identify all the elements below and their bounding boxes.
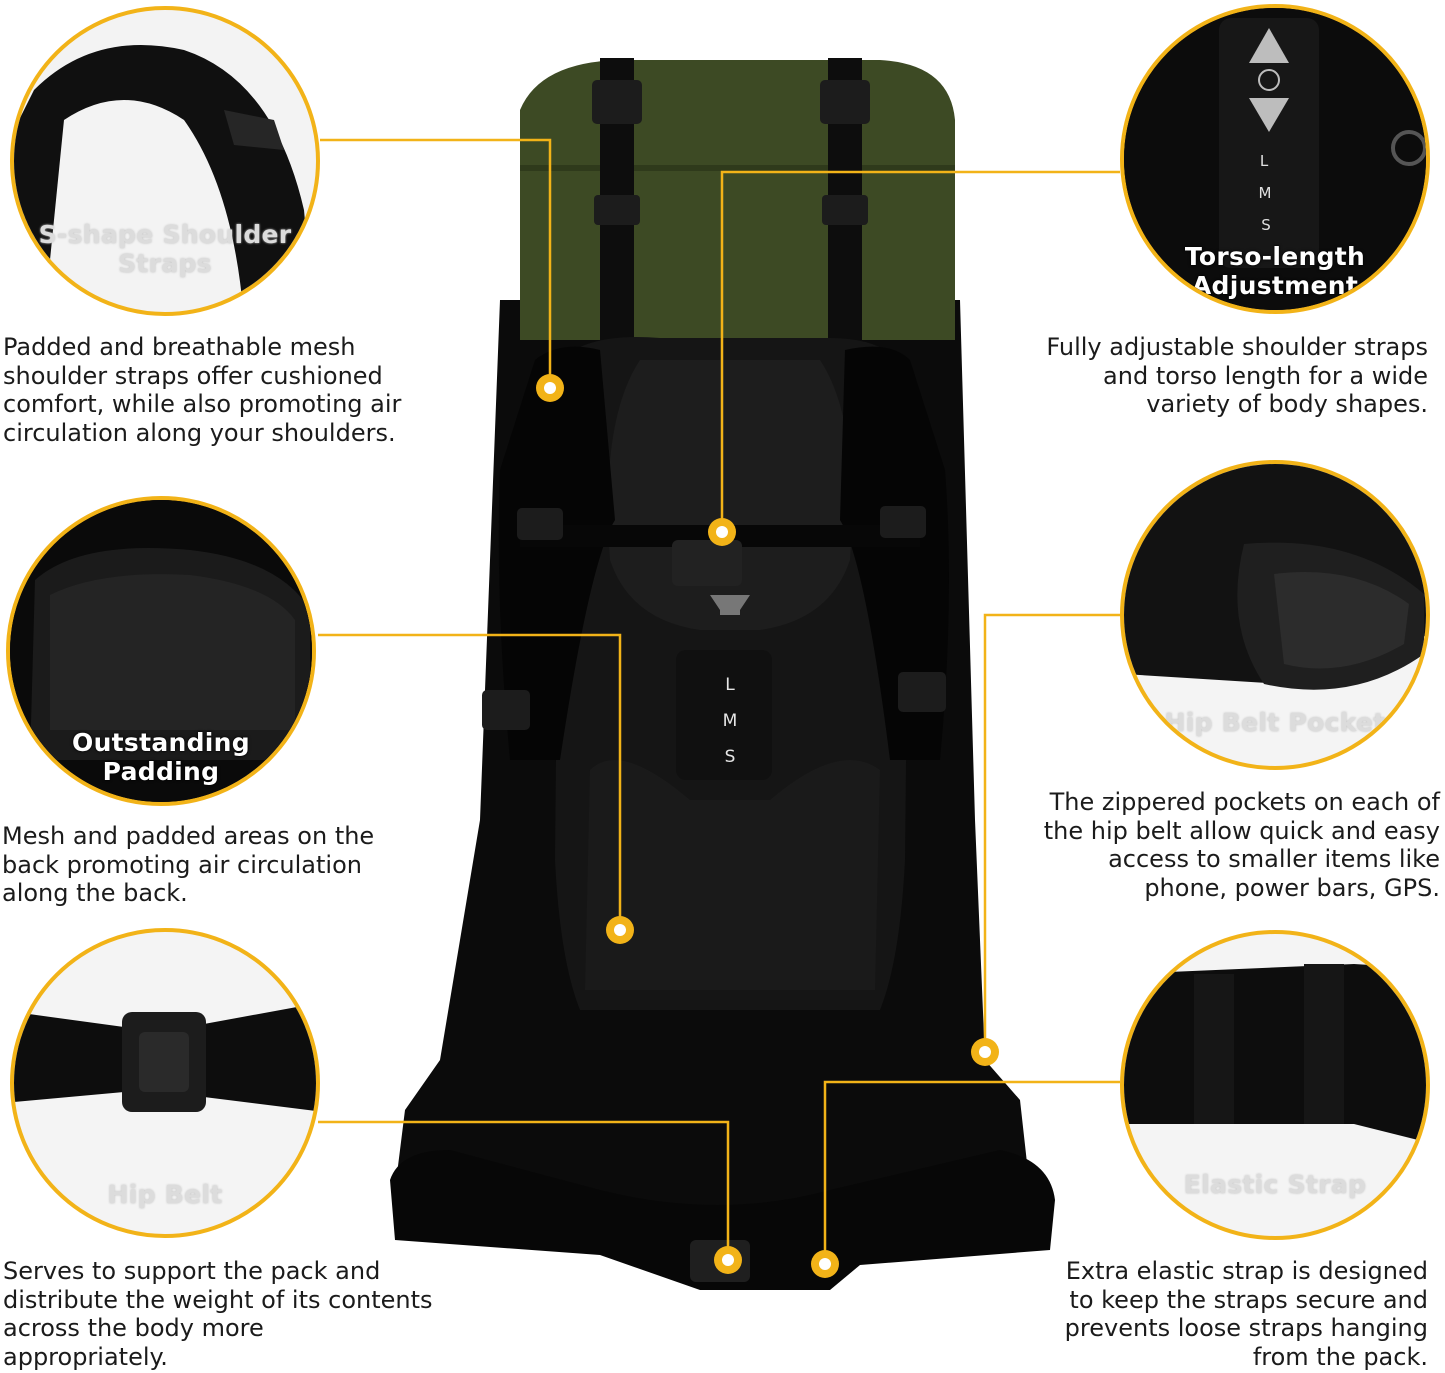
- feature-label: Hip Belt Pocket: [1164, 708, 1386, 737]
- hotspot-padding[interactable]: [606, 916, 634, 944]
- feature-label: Elastic Strap: [1183, 1170, 1367, 1199]
- feature-circle-padding: Outstanding Padding: [6, 496, 316, 806]
- left-shoulder-strap: [498, 346, 615, 760]
- torso-mark-m: M: [723, 711, 738, 731]
- torso-mark-l: L: [725, 675, 735, 695]
- hotspot-hip-belt[interactable]: [714, 1246, 742, 1274]
- hip-pocket-photo: [1124, 464, 1426, 690]
- upper-mesh-pad: [608, 360, 852, 630]
- pack-lid: [520, 60, 955, 340]
- feature-label: Outstanding Padding: [72, 728, 250, 786]
- torso-mark-s: S: [725, 747, 736, 767]
- feature-circle-shoulder-straps: S-shape Shoulder Straps: [10, 6, 320, 316]
- padding-photo: [10, 500, 312, 802]
- hotspot-shoulder-straps[interactable]: [536, 374, 564, 402]
- torso-mark-l: L: [1260, 152, 1269, 170]
- callout-lines: [318, 138, 1120, 1262]
- feature-description-hip-belt: Serves to support the pack and distribut…: [3, 1257, 433, 1371]
- feature-description-shoulder-straps: Padded and breathable mesh shoulder stra…: [3, 333, 402, 447]
- torso-mark-m: M: [1259, 184, 1272, 202]
- feature-label: Torso-length Adjustment: [1184, 242, 1366, 300]
- torso-mark-s: S: [1261, 216, 1271, 234]
- shoulder-strap-photo: [14, 45, 314, 312]
- feature-circle-hip-pocket: Hip Belt Pocket: [1120, 460, 1430, 770]
- lid-seam: [520, 165, 955, 171]
- feature-label: S-shape Shoulder Straps: [38, 220, 292, 278]
- feature-description-hip-pocket: The zippered pockets on each of the hip …: [1043, 788, 1440, 902]
- feature-circle-torso-adjust: L M S Torso-length Adjustment: [1120, 4, 1430, 314]
- strap-buckles: [482, 506, 946, 730]
- feature-description-padding: Mesh and padded areas on the back promot…: [2, 822, 375, 908]
- lumbar-pad: [585, 760, 880, 990]
- right-shoulder-strap: [840, 346, 949, 760]
- callout-hotspots: [536, 374, 999, 1278]
- feature-circle-hip-belt: Hip Belt: [10, 928, 320, 1238]
- lid-straps: [592, 58, 870, 358]
- feature-circle-elastic-strap: Elastic Strap: [1120, 930, 1430, 1240]
- sternum-buckle: [672, 540, 742, 586]
- hotspot-elastic-strap[interactable]: [811, 1250, 839, 1278]
- hip-belt-photo: [14, 1003, 316, 1112]
- down-arrow-icon: [710, 595, 750, 615]
- feature-description-elastic-strap: Extra elastic strap is designed to keep …: [1064, 1257, 1428, 1371]
- torso-adjust-photo: L M S: [1124, 8, 1426, 310]
- feature-label: Hip Belt: [107, 1180, 223, 1209]
- feature-description-torso-adjust: Fully adjustable shoulder straps and tor…: [1046, 333, 1428, 419]
- hip-belt: [390, 1150, 1055, 1290]
- elastic-strap-photo: [1124, 964, 1426, 1142]
- hotspot-hip-pocket[interactable]: [971, 1038, 999, 1066]
- torso-adjust-panel: [676, 650, 772, 780]
- hotspot-torso-adjust[interactable]: [708, 518, 736, 546]
